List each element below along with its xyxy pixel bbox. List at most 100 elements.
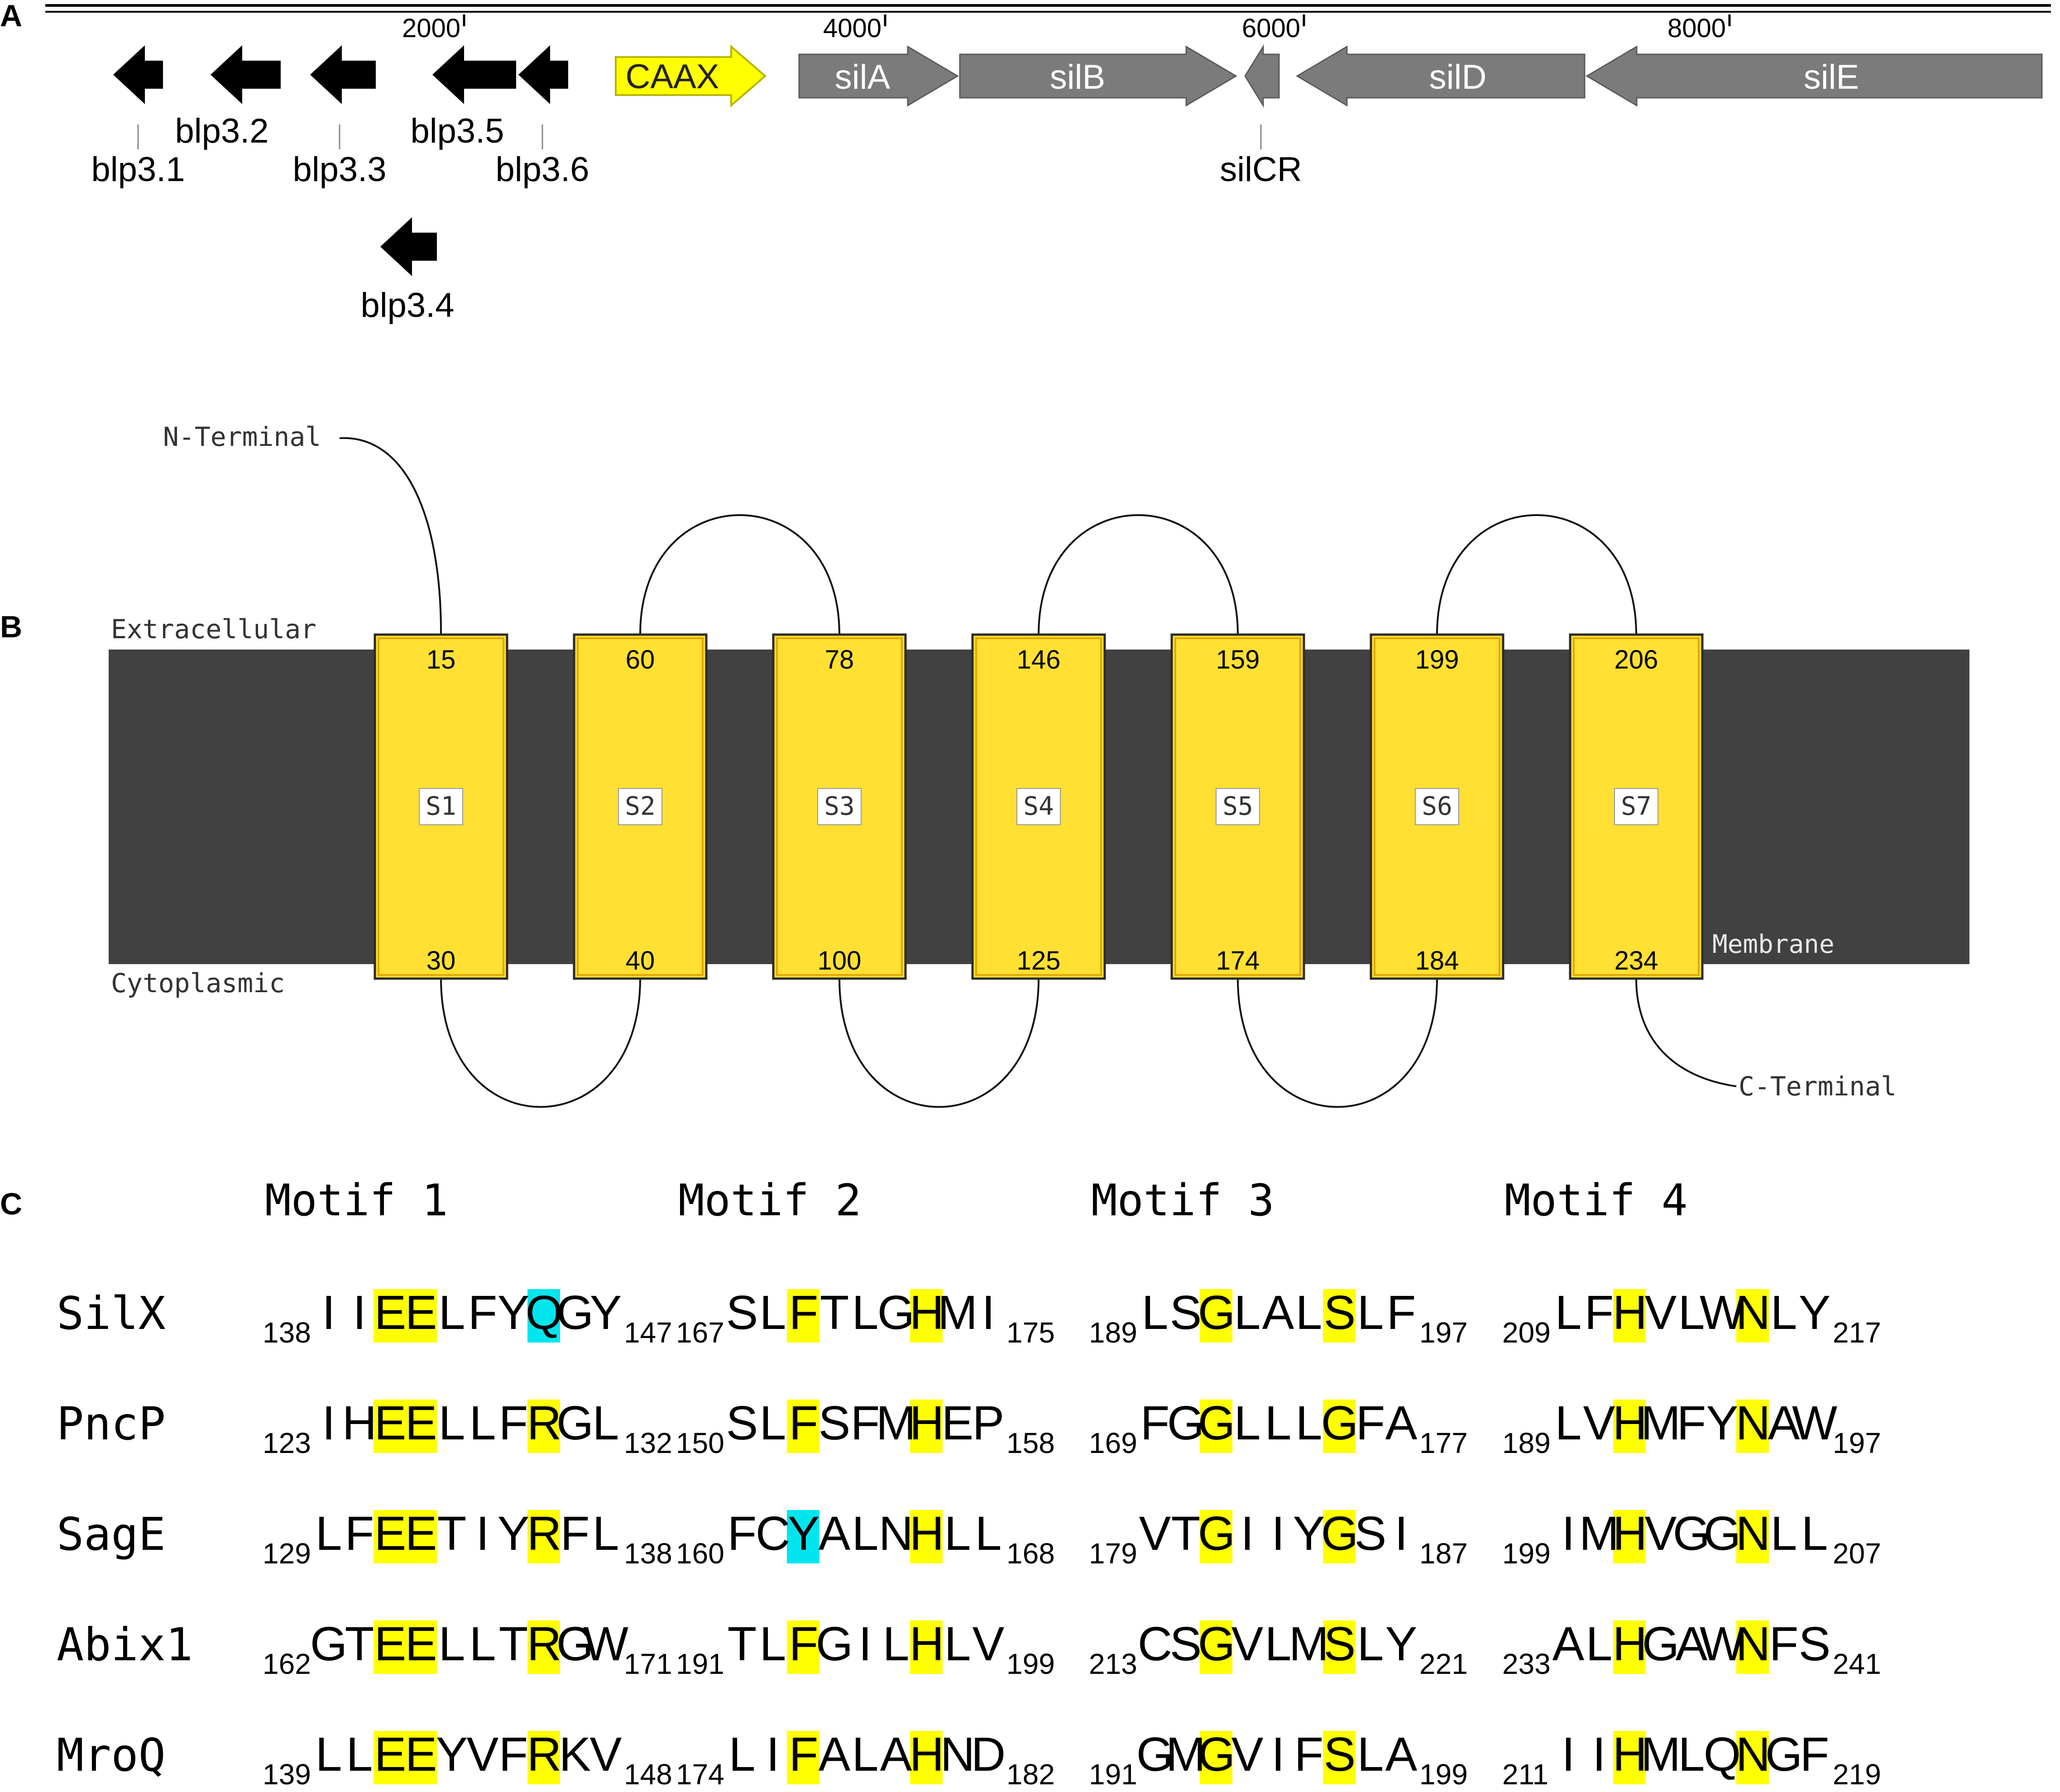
helix-inner-border bbox=[1374, 637, 1500, 976]
residue-letter: F bbox=[1585, 1286, 1614, 1339]
motif-start-position: 129 bbox=[263, 1537, 311, 1570]
helix-name-label: S2 bbox=[625, 792, 655, 821]
black-gene-arrow bbox=[518, 45, 568, 104]
residue-letter: L bbox=[852, 1728, 879, 1781]
residue-letter: H bbox=[1613, 1728, 1648, 1781]
residue-letter: T bbox=[820, 1286, 849, 1339]
helix-name-box bbox=[618, 788, 662, 825]
residue-letter: L bbox=[1265, 1396, 1292, 1450]
residue-letter: E bbox=[374, 1286, 407, 1339]
residue-letter: S bbox=[1355, 1507, 1387, 1560]
black-gene-arrow bbox=[380, 217, 437, 276]
conserved-residue-highlight bbox=[1613, 1400, 1646, 1453]
residue-letter: H bbox=[1613, 1286, 1648, 1339]
conserved-residue-highlight bbox=[1200, 1289, 1232, 1343]
residue-letter: A bbox=[819, 1728, 851, 1781]
sil-gene-arrow bbox=[1586, 45, 2043, 107]
cytoplasmic-label: Cytoplasmic bbox=[111, 968, 285, 999]
residue-letter: F bbox=[789, 1728, 819, 1781]
conserved-residue-highlight bbox=[527, 1400, 560, 1453]
residue-letter: V bbox=[467, 1728, 499, 1781]
black-gene-label: blp3.6 bbox=[495, 150, 589, 189]
helix-bottom-residue: 100 bbox=[818, 946, 862, 975]
residue-letter: V bbox=[1139, 1507, 1171, 1560]
extracellular-loop bbox=[1038, 514, 1239, 635]
conserved-residue-highlight bbox=[1200, 1400, 1232, 1453]
conserved-residue-highlight bbox=[1323, 1510, 1356, 1563]
conserved-residue-highlight bbox=[1200, 1510, 1232, 1563]
black-gene-label: blp3.5 bbox=[410, 112, 504, 150]
motif-end-position: 217 bbox=[1833, 1316, 1881, 1349]
residue-letter: L bbox=[439, 1286, 465, 1339]
residue-letter: Y bbox=[498, 1507, 530, 1560]
residue-letter: C bbox=[1138, 1617, 1173, 1671]
residue-letter: T bbox=[1171, 1507, 1201, 1560]
black-gene-arrow bbox=[432, 45, 516, 104]
residue-letter: L bbox=[346, 1728, 373, 1781]
genome-tick-label: 6000 bbox=[1242, 14, 1300, 43]
residue-letter: R bbox=[527, 1507, 562, 1560]
motif-end-position: 199 bbox=[1006, 1648, 1055, 1680]
residue-letter: S bbox=[1170, 1286, 1202, 1339]
residue-letter: G bbox=[1198, 1286, 1235, 1339]
motif-start-position: 233 bbox=[1502, 1648, 1551, 1680]
residue-letter: L bbox=[1771, 1507, 1797, 1560]
residue-letter: Y bbox=[1385, 1617, 1418, 1671]
helix-inner-border bbox=[975, 637, 1102, 976]
panel-label-c: C bbox=[0, 1187, 22, 1221]
residue-letter: F bbox=[728, 1507, 757, 1560]
residue-letter: S bbox=[1324, 1728, 1356, 1781]
transmembrane-helices: 1530S16040S278100S3146125S4159174S519918… bbox=[374, 633, 1704, 980]
residue-letter: G bbox=[1198, 1617, 1235, 1671]
motif-end-position: 148 bbox=[624, 1758, 672, 1791]
residue-letter: A bbox=[1385, 1728, 1418, 1781]
residue-letter: G bbox=[877, 1286, 915, 1339]
motif-start-position: 169 bbox=[1089, 1427, 1137, 1459]
helix-bottom-residue: 40 bbox=[626, 946, 655, 975]
residue-letter: F bbox=[499, 1728, 528, 1781]
n-terminal-tail bbox=[339, 437, 442, 635]
residue-letter: A bbox=[819, 1507, 851, 1560]
extracellular-loop bbox=[1436, 514, 1637, 635]
sil-gene-arrow bbox=[959, 45, 1237, 107]
motif-start-position: 179 bbox=[1089, 1537, 1137, 1570]
residue-letter: T bbox=[345, 1617, 374, 1671]
motif-end-position: 158 bbox=[1006, 1427, 1055, 1459]
motif-end-position: 221 bbox=[1419, 1648, 1468, 1680]
residue-letter: G bbox=[556, 1617, 594, 1671]
helix-name-box bbox=[1016, 788, 1061, 825]
residue-letter: Y bbox=[788, 1507, 820, 1560]
helix-name-box bbox=[1614, 788, 1658, 825]
residue-letter: G bbox=[1704, 1507, 1741, 1560]
sil-gene-label: silD bbox=[1429, 58, 1487, 96]
helix-top-residue: 159 bbox=[1216, 645, 1260, 674]
residue-letter: V bbox=[590, 1728, 622, 1781]
residue-letter: V bbox=[1231, 1728, 1264, 1781]
residue-letter: L bbox=[439, 1396, 465, 1450]
panel-label-a: A bbox=[0, 0, 22, 33]
residue-letter: L bbox=[944, 1507, 971, 1560]
residue-letter: S bbox=[819, 1396, 851, 1450]
sil-gene-arrow bbox=[1244, 44, 1280, 108]
helix-name-label: S4 bbox=[1023, 792, 1054, 821]
helix-top-residue: 15 bbox=[426, 645, 456, 674]
residue-letter: F bbox=[789, 1396, 819, 1450]
residue-letter: L bbox=[593, 1507, 619, 1560]
residue-letter: V bbox=[973, 1617, 1005, 1671]
conserved-residue-highlight bbox=[910, 1289, 943, 1343]
conserved-residue-highlight bbox=[404, 1400, 437, 1453]
residue-letter: H bbox=[910, 1286, 944, 1339]
residue-letter: I bbox=[982, 1286, 995, 1339]
residue-letter: G bbox=[1198, 1728, 1235, 1781]
